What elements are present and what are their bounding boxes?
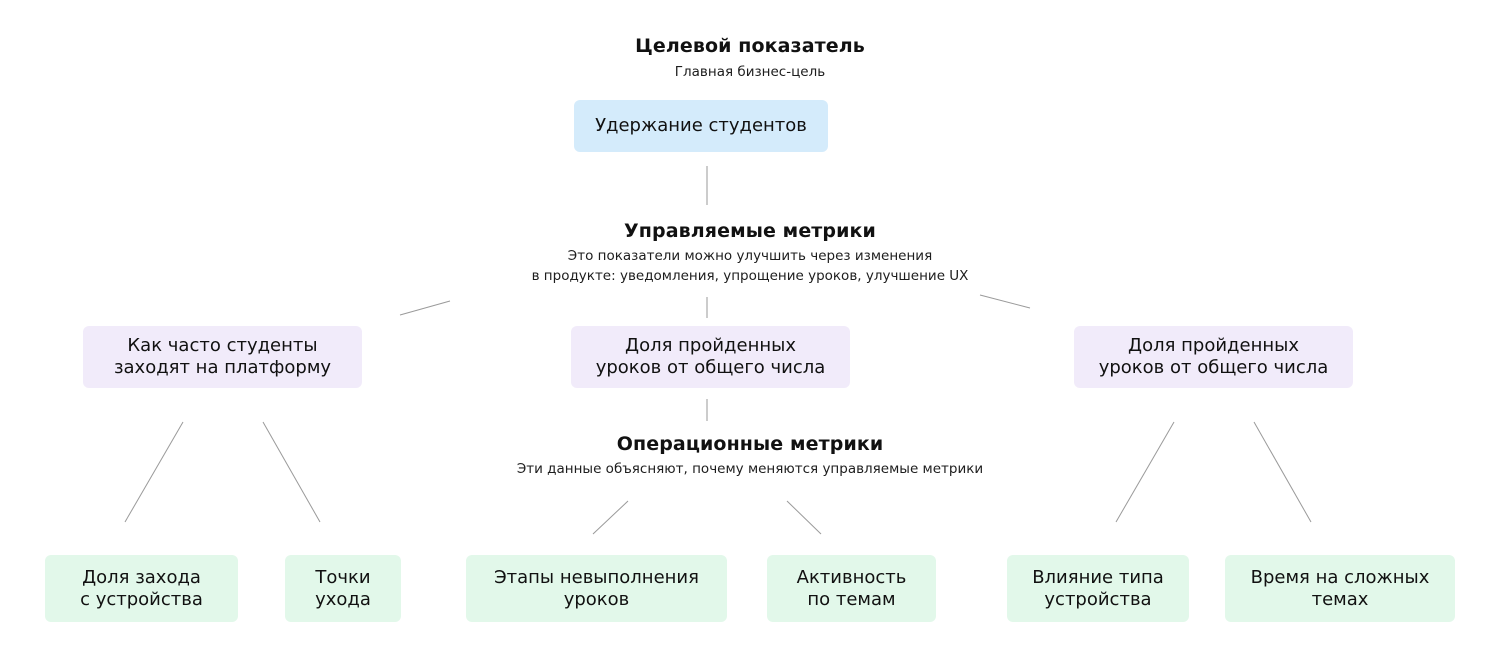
operational-node-hard-topics-time: Время на сложных темах xyxy=(1225,555,1455,622)
operational-node-device-share: Доля захода с устройства xyxy=(45,555,238,622)
operational-node-label: Время на сложных темах xyxy=(1250,566,1430,610)
managed-node-label: Как часто студенты заходят на платформу xyxy=(113,335,332,378)
operational-node-lesson-stages: Этапы невыполнения уроков xyxy=(466,555,727,622)
target-node: Удержание студентов xyxy=(574,100,828,152)
edge-operational-to-lesson-stages xyxy=(592,500,629,535)
operational-node-label: Точки ухода xyxy=(315,566,371,610)
operational-node-label: Активность по темам xyxy=(796,566,907,610)
managed-node-label: Доля пройденных уроков от общего числа xyxy=(1098,335,1329,378)
edge-operational-to-topic-activity xyxy=(786,500,822,535)
target-caption: Главная бизнес-цель xyxy=(674,64,826,80)
operational-node-device-type: Влияние типа устройства xyxy=(1007,555,1189,622)
edge-right-to-hard-topics xyxy=(1253,421,1312,523)
managed-heading: Управляемые метрики xyxy=(624,220,876,242)
operational-caption: Эти данные объясняют, почему меняются уп… xyxy=(516,461,984,477)
managed-node-completed-lessons-right: Доля пройденных уроков от общего числа xyxy=(1074,326,1353,388)
operational-node-label: Влияние типа устройства xyxy=(1032,566,1164,610)
managed-node-label: Доля пройденных уроков от общего числа xyxy=(595,335,826,378)
operational-node-topic-activity: Активность по темам xyxy=(767,555,936,622)
edge-left-to-device-share xyxy=(124,421,184,523)
operational-node-label: Этапы невыполнения уроков xyxy=(494,566,699,610)
edge-managed-to-left xyxy=(399,300,451,316)
managed-node-completed-lessons-center: Доля пройденных уроков от общего числа xyxy=(571,326,850,388)
target-heading: Целевой показатель xyxy=(635,35,865,57)
operational-heading: Операционные метрики xyxy=(616,433,884,455)
edge-left-to-exit-points xyxy=(262,421,321,523)
edge-right-to-device-type xyxy=(1115,421,1175,523)
managed-caption-line-2: в продукте: уведомления, упрощение уроко… xyxy=(531,268,969,284)
managed-node-visit-frequency: Как часто студенты заходят на платформу xyxy=(83,326,362,388)
operational-node-exit-points: Точки ухода xyxy=(285,555,401,622)
target-node-label: Удержание студентов xyxy=(595,115,807,136)
operational-node-label: Доля захода с устройства xyxy=(80,566,203,610)
managed-caption-line-1: Это показатели можно улучшить через изме… xyxy=(567,248,933,264)
edge-managed-to-right xyxy=(979,294,1031,309)
